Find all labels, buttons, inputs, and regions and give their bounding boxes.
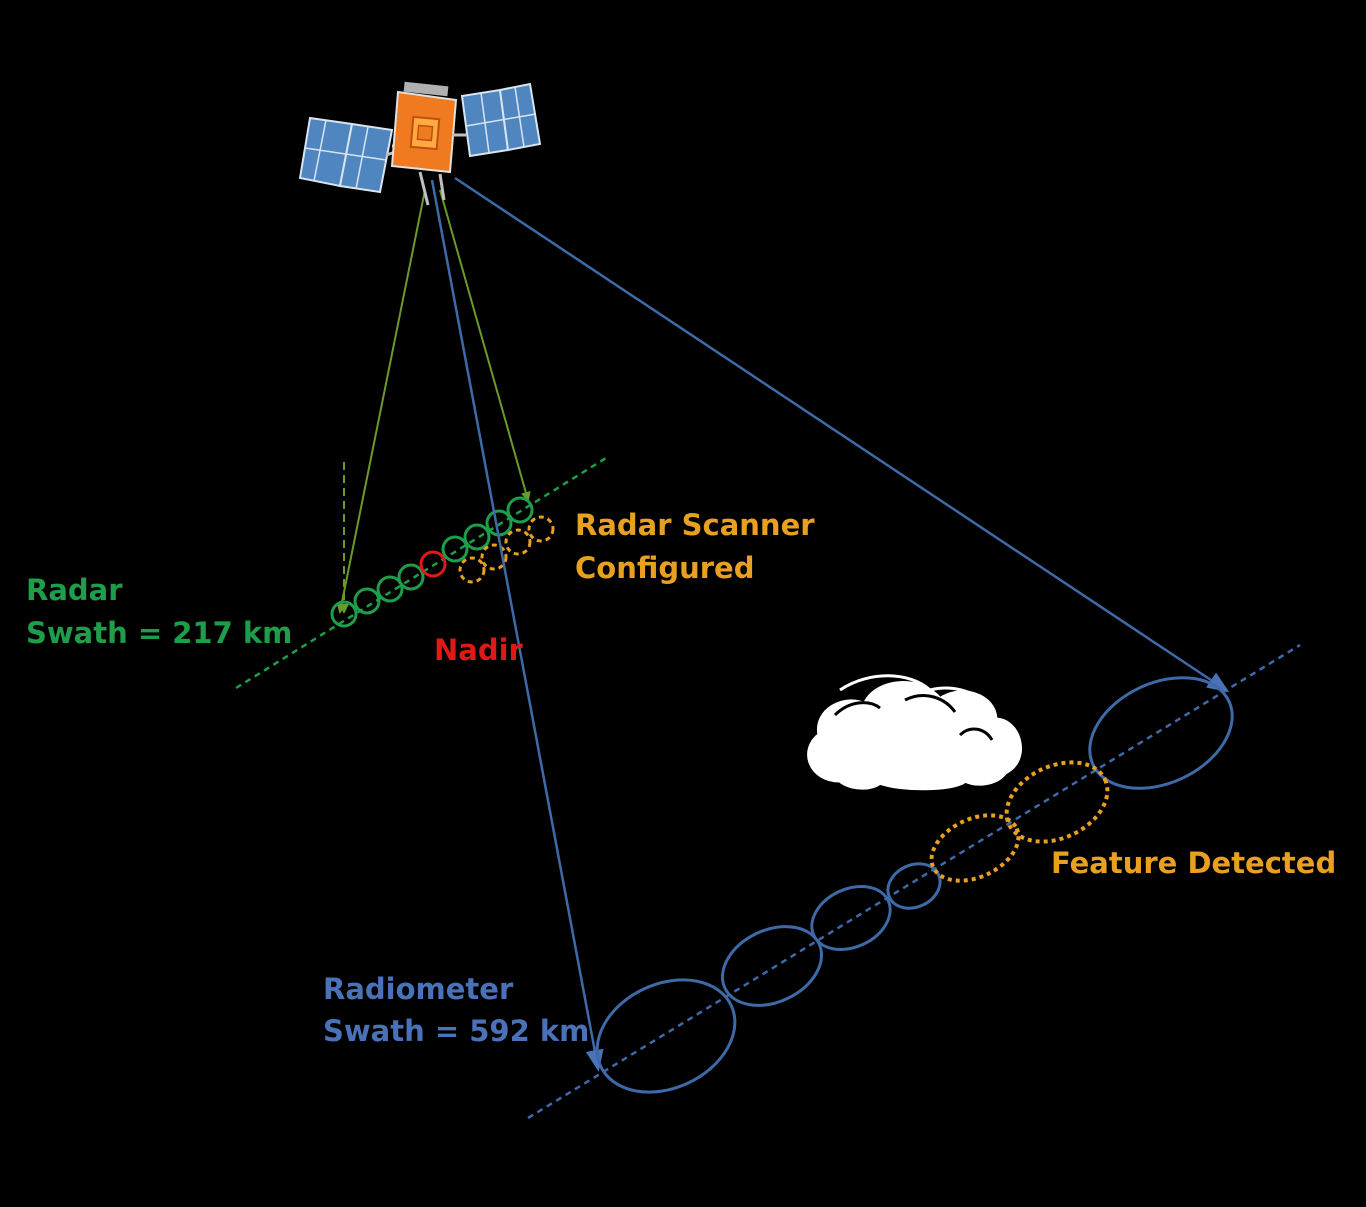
radar-footprint — [376, 575, 404, 603]
radar-beam-left — [336, 189, 426, 614]
radar-footprint — [441, 535, 469, 563]
radar-footprints — [330, 496, 534, 628]
radar-label-line1: Radar — [26, 573, 123, 607]
radar-scanner-label-line1: Radar Scanner — [575, 508, 815, 542]
configured-footprint — [504, 528, 532, 556]
radar-footprint — [330, 600, 358, 628]
feature-footprint — [929, 813, 1021, 883]
solar-panel-left-inner — [338, 122, 394, 194]
cloud-outline — [839, 674, 987, 706]
radiometer-footprint — [886, 862, 942, 910]
satellite-icon — [298, 81, 542, 206]
radiometer-label-line1: Radiometer — [323, 972, 514, 1006]
configured-footprint — [458, 556, 486, 584]
radiometer-footprints — [595, 676, 1234, 1094]
radar-label-line2: Swath = 217 km — [26, 616, 292, 650]
radiometer-footprint — [720, 925, 824, 1007]
radar-footprint — [463, 523, 491, 551]
radiometer-label-line2: Swath = 592 km — [323, 1014, 589, 1048]
radiometer-footprint — [810, 885, 892, 951]
configured-footprint — [527, 515, 555, 543]
cloud-icon — [807, 681, 1022, 791]
radar-footprint — [506, 496, 534, 524]
radar-scanner-label-line2: Configured — [575, 551, 754, 585]
nadir-label: Nadir — [434, 633, 524, 667]
radiometer-footprint — [1088, 676, 1234, 790]
radiometer-beam-right — [454, 176, 1230, 693]
radar-footprint — [353, 587, 381, 615]
radar-track-line — [235, 456, 607, 690]
feature-detected-footprints — [929, 760, 1110, 883]
radar-footprint — [397, 563, 425, 591]
feature-detected-label: Feature Detected — [1051, 846, 1336, 880]
radiometer-track-line — [527, 643, 1301, 1120]
radar-configured-footprints — [458, 515, 555, 584]
radar-footprint-nadir — [419, 550, 447, 578]
radar-beam-right — [439, 189, 531, 502]
configured-footprint — [480, 543, 508, 571]
radiometer-footprint — [595, 978, 737, 1094]
radiometer-beam-left — [430, 179, 604, 1072]
feature-footprint — [1004, 760, 1110, 844]
